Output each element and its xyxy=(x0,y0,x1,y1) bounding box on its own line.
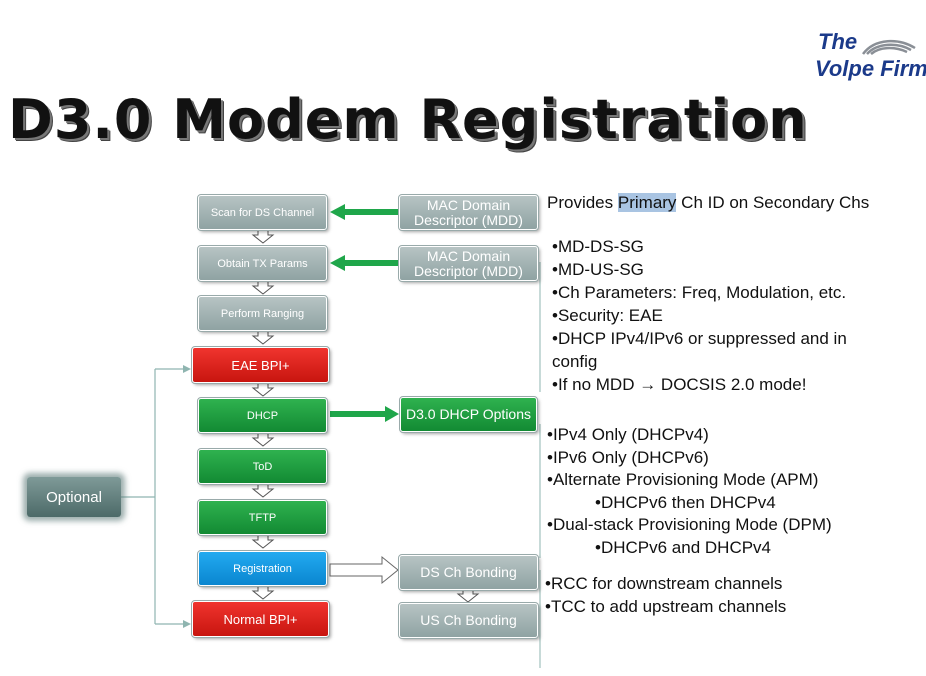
note-line: •Alternate Provisioning Mode (APM) xyxy=(547,470,819,489)
flow-step-normal-bpi: Normal BPI+ xyxy=(191,600,330,638)
flow-step-perform-ranging: Perform Ranging xyxy=(197,295,328,332)
note-line: •TCC to add upstream channels xyxy=(545,597,787,616)
note-line: •IPv4 Only (DHCPv4) xyxy=(547,425,709,444)
side-box-label: MAC Domain Descriptor (MDD) xyxy=(414,247,523,279)
note-line: •If no MDD → DOCSIS 2.0 mode! xyxy=(552,375,807,394)
flow-step-label: EAE BPI+ xyxy=(231,357,290,373)
flow-step-label: Registration xyxy=(233,562,292,575)
note-mdd-1: Provides Primary Ch ID on Secondary Chs xyxy=(547,192,869,214)
note-line: •DHCPv6 then DHCPv4 xyxy=(595,492,776,512)
logo-line-1: The xyxy=(818,29,858,54)
flow-step-dhcp: DHCP xyxy=(197,397,328,434)
flow-step-label: DHCP xyxy=(246,409,279,422)
flow-step-registration: Registration xyxy=(197,550,328,587)
side-box-label: D3.0 DHCP Options xyxy=(405,406,531,422)
flow-step-tod: ToD xyxy=(197,448,328,485)
side-box-us-bonding: US Ch Bonding xyxy=(398,602,539,639)
optional-label: Optional xyxy=(46,488,102,506)
side-box-mdd-1: MAC Domain Descriptor (MDD) xyxy=(398,194,539,231)
note-mdd-1-highlight: Primary xyxy=(617,193,677,212)
flow-step-label: Obtain TX Params xyxy=(217,257,308,270)
note-line: •DHCP IPv4/IPv6 or suppressed and in xyxy=(552,329,847,348)
optional-box: Optional xyxy=(27,477,121,517)
logo-line-2: Volpe Firm xyxy=(815,56,926,81)
note-line: •IPv6 Only (DHCPv6) xyxy=(547,447,709,467)
logo-wave-icon xyxy=(862,40,916,56)
side-box-label: DS Ch Bonding xyxy=(420,564,517,580)
note-line: •Security: EAE xyxy=(552,306,663,325)
note-line: •Dual-stack Provisioning Mode (DPM) xyxy=(547,515,832,534)
note-line: •MD-DS-SG xyxy=(552,237,644,256)
side-box-label: US Ch Bonding xyxy=(420,612,517,628)
logo: The Volpe Firm xyxy=(815,29,926,84)
flow-step-scan-ds-channel: Scan for DS Channel xyxy=(197,194,328,231)
side-box-dhcp-options: D3.0 DHCP Options xyxy=(399,396,538,433)
note-dhcp: •IPv4 Only (DHCPv4) •IPv6 Only (DHCPv6) … xyxy=(547,424,832,559)
side-box-ds-bonding: DS Ch Bonding xyxy=(398,554,539,591)
note-line: •Ch Parameters: Freq, Modulation, etc. xyxy=(552,283,847,302)
flow-step-obtain-tx-params: Obtain TX Params xyxy=(197,245,328,282)
note-mdd-1-pre: Provides xyxy=(547,193,618,212)
note-bonding: •RCC for downstream channels •TCC to add… xyxy=(545,572,786,618)
note-line: config xyxy=(552,352,598,371)
flow-step-tftp: TFTP xyxy=(197,499,328,536)
flow-step-label: Scan for DS Channel xyxy=(210,206,315,219)
note-mdd-2: •MD-DS-SG •MD-US-SG •Ch Parameters: Freq… xyxy=(552,235,847,396)
note-line: •DHCPv6 and DHCPv4 xyxy=(595,537,772,557)
flow-step-label: Normal BPI+ xyxy=(223,611,298,627)
side-box-mdd-2: MAC Domain Descriptor (MDD) xyxy=(398,245,539,282)
note-line: •RCC for downstream channels xyxy=(545,574,783,593)
note-line: •MD-US-SG xyxy=(552,260,644,279)
flow-step-eae-bpi: EAE BPI+ xyxy=(191,346,330,384)
page-title: D3.0 Modem Registration xyxy=(8,88,808,151)
flow-step-label: Perform Ranging xyxy=(220,307,305,320)
flow-step-label: ToD xyxy=(252,460,273,473)
flow-step-label: TFTP xyxy=(248,511,277,524)
side-box-label: MAC Domain Descriptor (MDD) xyxy=(414,196,523,228)
note-mdd-1-post: Ch ID on Secondary Chs xyxy=(676,193,870,212)
